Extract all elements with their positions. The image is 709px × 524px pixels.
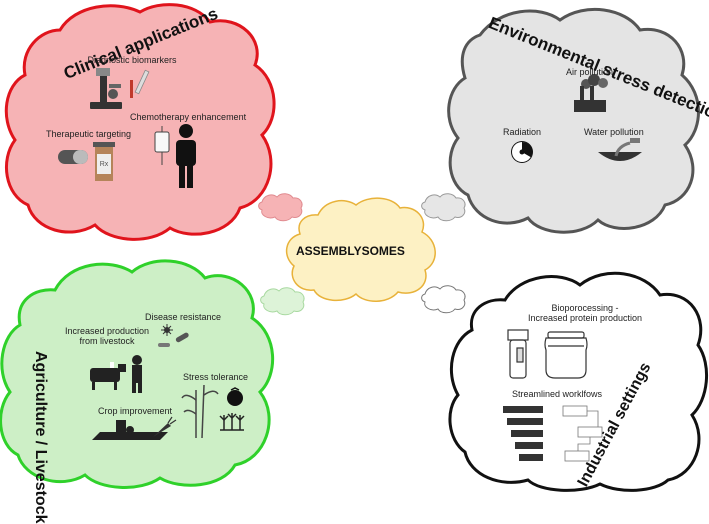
factory-pollution-icon [574, 74, 608, 112]
carrot-icon [153, 416, 177, 437]
virus-icon [161, 324, 173, 336]
agriculture-title: Agriculture / Livestock [32, 351, 49, 524]
increased-production-line1: Increased production [64, 326, 150, 336]
environmental-cloud [447, 7, 700, 234]
diagram-graphics: Rx [0, 3, 709, 492]
fermentation-tank-icon [544, 331, 588, 379]
svg-text:Rx: Rx [100, 161, 109, 168]
microscope-icon [90, 68, 122, 109]
crop-improvement-label: Crop improvement [98, 406, 173, 416]
plant-seedlings-icon [219, 413, 245, 431]
radiation-icon [511, 141, 533, 163]
iv-bag-icon [154, 126, 170, 165]
streamlined-workflows-label: Streamlined worklfows [512, 389, 603, 399]
tractor-field-icon [92, 420, 168, 440]
clinical-cloud [4, 3, 276, 241]
connector-cloud-industrial [421, 285, 466, 314]
water-pollution-icon [598, 138, 642, 161]
sugarcane-icon [181, 384, 219, 439]
connector-cloud-environmental [421, 193, 466, 222]
farmer-cow-icon [90, 355, 142, 393]
bioreactor-bottle-icon [507, 329, 529, 379]
bioprocessing-line1: Bioporocessing - [551, 303, 619, 313]
test-tube-icon [130, 69, 150, 98]
increased-production-label: Increased production from livestock [52, 326, 162, 346]
increased-production-line2: from livestock [79, 336, 135, 346]
radiation-label: Radiation [503, 127, 542, 137]
person-silhouette-icon [176, 124, 196, 188]
therapeutic-targeting-label: Therapeutic targeting [46, 129, 132, 139]
air-pollution-label: Air pollution [566, 67, 614, 77]
medicine-bottle-icon: Rx [93, 142, 115, 181]
bioprocessing-label: Bioporocessing - Increased protein produ… [515, 303, 655, 323]
disease-resistance-label: Disease resistance [145, 312, 222, 322]
chemotherapy-enhancement-label: Chemotherapy enhancement [130, 112, 247, 122]
center-title: ASSEMBLYSOMES [296, 244, 405, 258]
center-cloud [285, 197, 436, 302]
tomato-icon [227, 387, 243, 406]
water-pollution-label: Water pollution [584, 127, 644, 137]
workflow-funnel-icon [503, 406, 543, 461]
stress-tolerance-label: Stress tolerance [183, 372, 249, 382]
diagnostic-biomarkers-label: Diagnostic biomarkers [87, 55, 177, 65]
diagram-canvas: Rx [0, 3, 709, 524]
bioprocessing-line2: Increased protein production [527, 313, 643, 323]
workflow-flowchart-icon [562, 405, 603, 462]
connector-cloud-agriculture [260, 287, 305, 316]
pill-capsule-icon [58, 150, 88, 164]
bacteria-icon [158, 332, 189, 347]
connector-cloud-clinical [258, 193, 303, 222]
